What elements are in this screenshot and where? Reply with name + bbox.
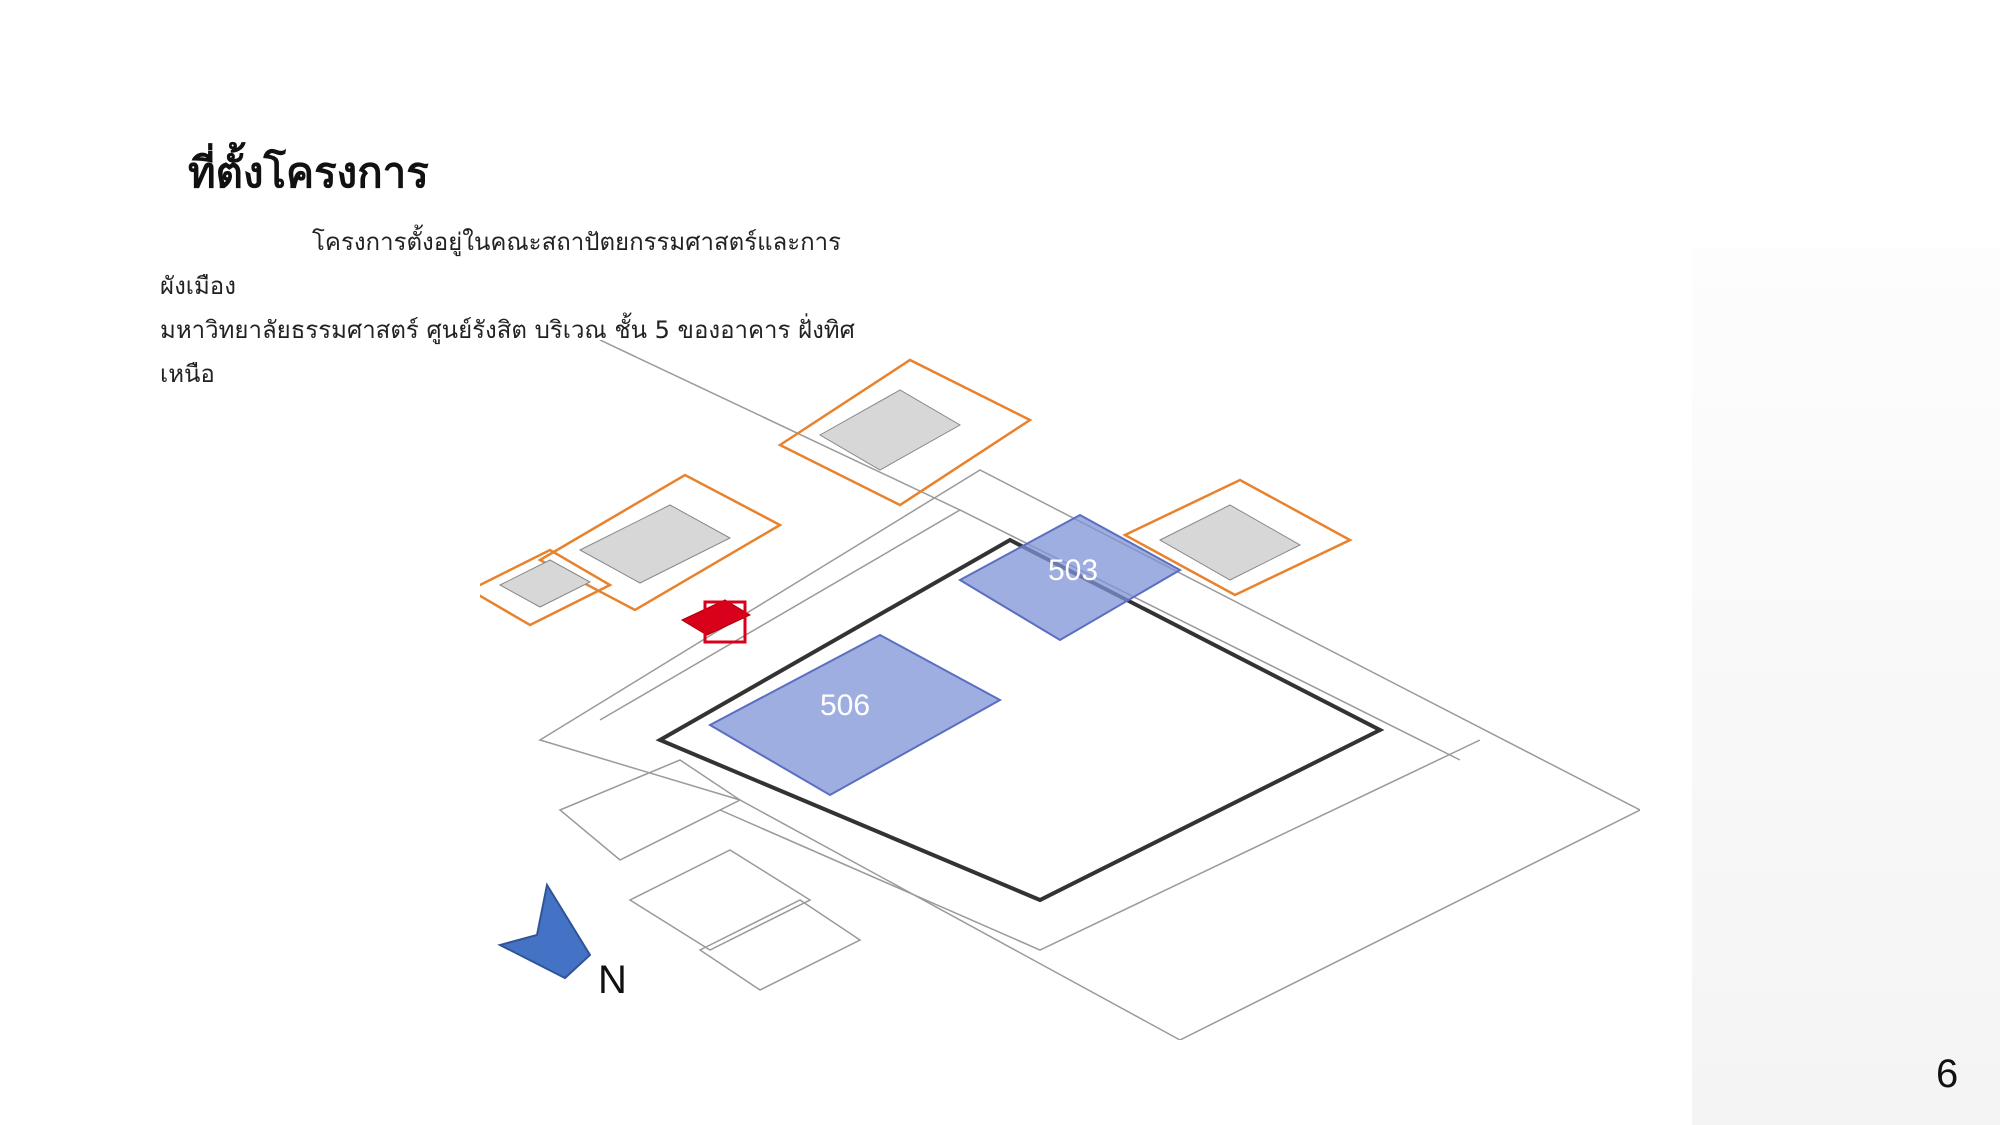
description-line-1: โครงการตั้งอยู่ในคณะสถาปัตยกรรมศาสตร์และ… <box>160 228 842 300</box>
side-panel <box>1692 248 2000 1125</box>
page-number: 6 <box>1936 1052 1959 1096</box>
furniture-clusters <box>498 389 1302 608</box>
description: โครงการตั้งอยู่ในคณะสถาปัตยกรรมศาสตร์และ… <box>160 220 890 396</box>
room-506[interactable]: 506 <box>707 633 1003 797</box>
room-503-label: 503 <box>1048 554 1098 587</box>
north-label: N <box>598 958 627 1002</box>
orange-room-outlines <box>480 358 1353 627</box>
room-503[interactable]: 503 <box>957 513 1183 642</box>
floor-plan-drawing: 503 506 <box>480 340 1640 1040</box>
room-503-highlight <box>957 513 1183 642</box>
red-marker <box>680 599 752 644</box>
north-arrow-icon <box>497 882 592 980</box>
description-line-2: มหาวิทยาลัยธรรมศาสตร์ ศูนย์รังสิต บริเวณ… <box>160 316 855 388</box>
building-outline <box>538 469 1640 1040</box>
room-506-highlight <box>707 633 1003 797</box>
room-506-label: 506 <box>820 689 870 722</box>
page-title: ที่ตั้งโครงการ <box>188 148 429 197</box>
courtyard-outline <box>655 537 1385 903</box>
